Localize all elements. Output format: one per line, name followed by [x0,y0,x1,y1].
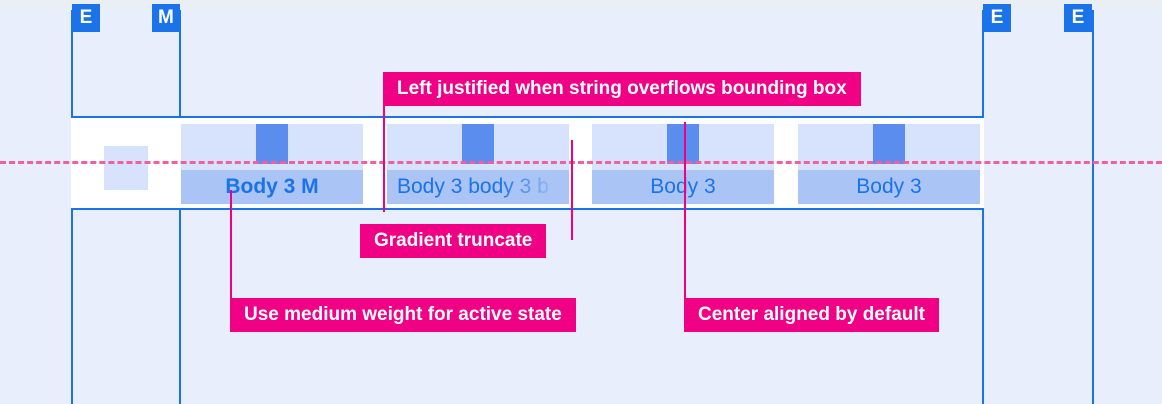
annotation-gradient-truncate: Gradient truncate [360,224,547,258]
vertical-guide-right-outer [1092,10,1094,404]
tab-glyph-icon [667,124,699,164]
tab-cell-4[interactable]: Body 3 [798,124,980,204]
badge-e-right-inner: E [983,4,1011,32]
top-edge-strip [0,0,1162,10]
leader-center-aligned [684,122,686,298]
tab-cell-1[interactable]: Body 3 M [181,124,363,204]
leader-medium-weight [230,190,232,298]
tab-label-band: Body 3 body 3 b [387,170,569,204]
annotation-left-justified: Left justified when string overflows bou… [383,72,861,106]
tab-label-1: Body 3 M [225,175,319,198]
tab-glyph-icon [256,124,288,164]
end-cap-left-icon [104,146,148,190]
badge-m-left-inner: M [152,4,180,32]
tab-label-band: Body 3 [798,170,980,204]
tab-label-4: Body 3 [856,175,922,198]
leader-left-justified [383,106,385,212]
annotation-medium-weight: Use medium weight for active state [230,298,576,332]
tab-label-3: Body 3 [650,175,716,198]
tab-glyph-icon [462,124,494,164]
tab-label-band: Body 3 [592,170,774,204]
vertical-center-guide [0,161,1162,164]
badge-e-right-outer: E [1064,4,1092,32]
badge-e-left-outer: E [72,4,100,32]
tab-glyph-icon [873,124,905,164]
tab-cell-3[interactable]: Body 3 [592,124,774,204]
tab-cell-2[interactable]: Body 3 body 3 b [387,124,569,204]
annotation-center-aligned: Center aligned by default [684,298,939,332]
leader-gradient-truncate [571,140,573,240]
tab-label-band: Body 3 M [181,170,363,204]
tab-label-2: Body 3 body 3 b [397,175,549,198]
